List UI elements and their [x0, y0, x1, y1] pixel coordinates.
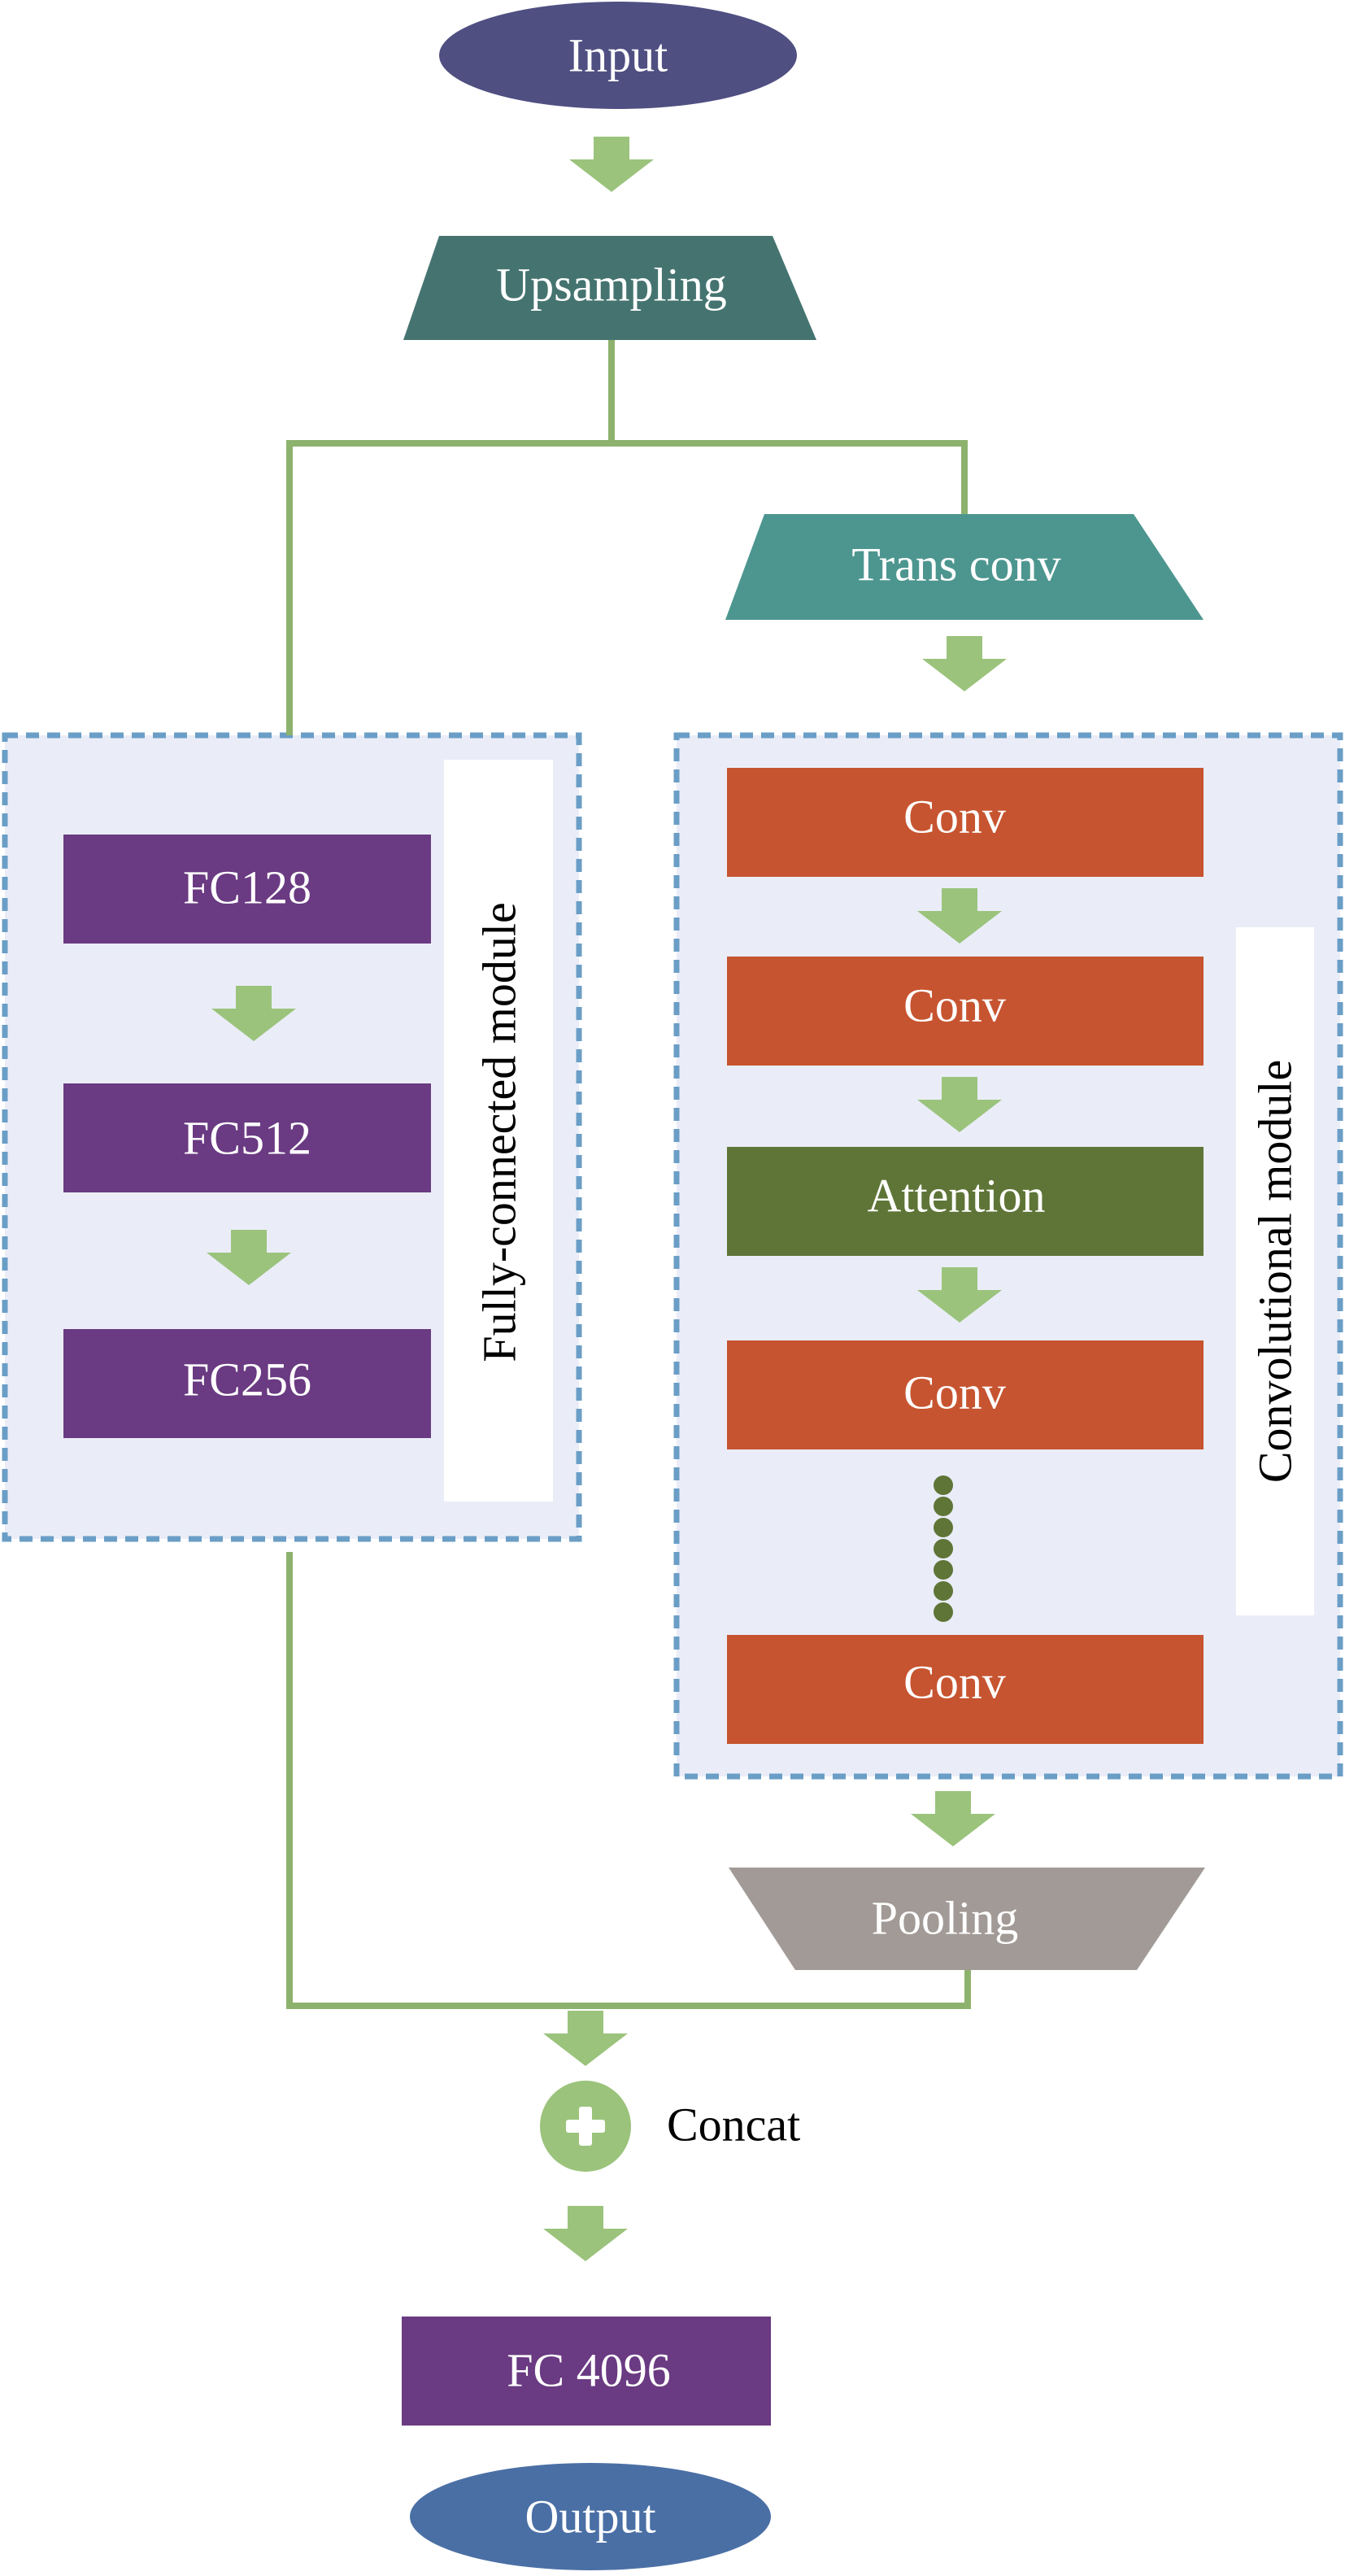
fc512-node [63, 1083, 431, 1192]
down-arrow-icon [569, 137, 654, 192]
pooling-label: Pooling [872, 1892, 1019, 1945]
conv-label-4: Conv [903, 1656, 1006, 1709]
output-label: Output [525, 2491, 655, 2543]
fc256-node [63, 1329, 431, 1438]
trans-conv-label: Trans conv [851, 538, 1060, 591]
down-arrow-icon [917, 888, 1002, 944]
down-arrow-icon [917, 1077, 1002, 1132]
input-label: Input [568, 29, 668, 82]
concat-label: Concat [667, 2099, 800, 2151]
input-node [439, 2, 797, 109]
down-arrow-icon [911, 1791, 995, 1846]
trans-conv-node [725, 514, 1204, 620]
conv-node-1 [727, 768, 1204, 877]
fc128-node [63, 835, 431, 944]
fc256-label: FC256 [183, 1353, 311, 1406]
fc512-label: FC512 [183, 1112, 311, 1165]
ellipsis-dots [934, 1475, 953, 1622]
flow-arrows [207, 137, 1007, 2261]
connector-lines [286, 340, 971, 2009]
down-arrow-icon [543, 2011, 628, 2066]
down-arrow-icon [211, 986, 296, 1041]
output-node [410, 2463, 771, 2570]
convolutional-module-label-box [1236, 927, 1314, 1615]
down-arrow-icon [922, 636, 1007, 691]
pooling-node [729, 1868, 1205, 1970]
upsampling-label: Upsampling [496, 259, 727, 312]
upsampling-node [403, 236, 816, 340]
down-arrow-icon [543, 2206, 628, 2261]
fully-connected-module-label-box [444, 760, 553, 1502]
attention-label: Attention [867, 1170, 1045, 1223]
attention-node [727, 1147, 1204, 1256]
conv-node-3 [727, 1340, 1204, 1449]
fc128-label: FC128 [183, 861, 311, 914]
down-arrow-icon [207, 1230, 291, 1285]
fc4096-label: FC 4096 [507, 2344, 670, 2397]
conv-label-1: Conv [903, 791, 1006, 843]
down-arrow-icon [917, 1267, 1002, 1323]
conv-node-4 [727, 1635, 1204, 1744]
convolutional-module-label: Convolutional module [1249, 1060, 1302, 1483]
plus-circle-icon [540, 2081, 631, 2172]
fully-connected-module-label: Fully-connected module [473, 902, 526, 1362]
conv-label-2: Conv [903, 979, 1006, 1032]
conv-label-3: Conv [903, 1366, 1006, 1419]
fc4096-node [402, 2317, 771, 2426]
conv-node-2 [727, 957, 1204, 1066]
